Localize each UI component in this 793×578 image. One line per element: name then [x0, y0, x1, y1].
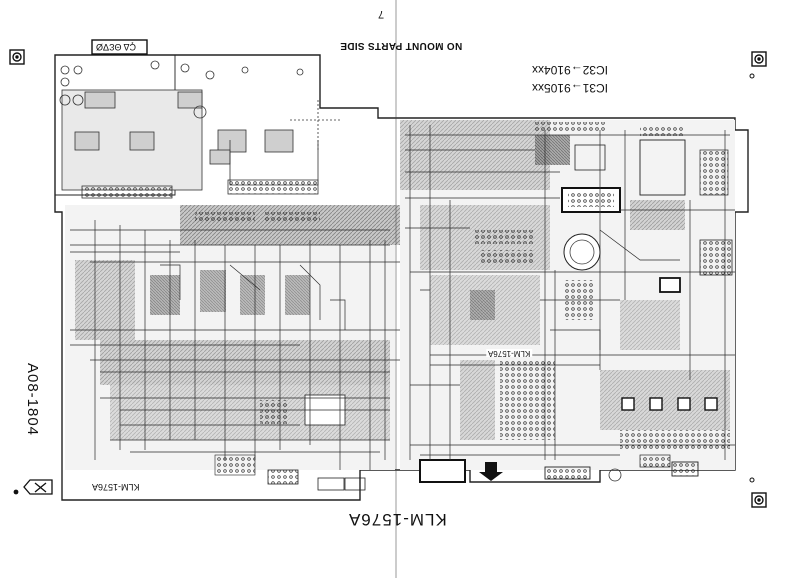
- x-marker: [23, 479, 53, 495]
- side-label: NO MOUNT PARTS SIDE: [340, 40, 463, 51]
- logo-text: ÇΔ ΘƐ∇Ø: [96, 42, 136, 52]
- part-number: A08-1804: [24, 362, 42, 437]
- registration-marks: [9, 49, 767, 508]
- trace-area-left: [65, 205, 400, 491]
- ic-note-1: IC31→9105xx: [532, 81, 609, 95]
- board-name-lower-left: KLM-1576A: [92, 482, 140, 492]
- page-number: 7: [378, 8, 385, 20]
- board-name-bottom: KLM-1576A: [348, 510, 447, 529]
- board-logo: [91, 39, 148, 55]
- trace-area-right: [400, 120, 735, 483]
- ic-note-2: IC32→9104xx: [532, 63, 609, 77]
- board-name-center: KLM-1576A: [486, 349, 533, 358]
- upper-left-region: [59, 60, 340, 199]
